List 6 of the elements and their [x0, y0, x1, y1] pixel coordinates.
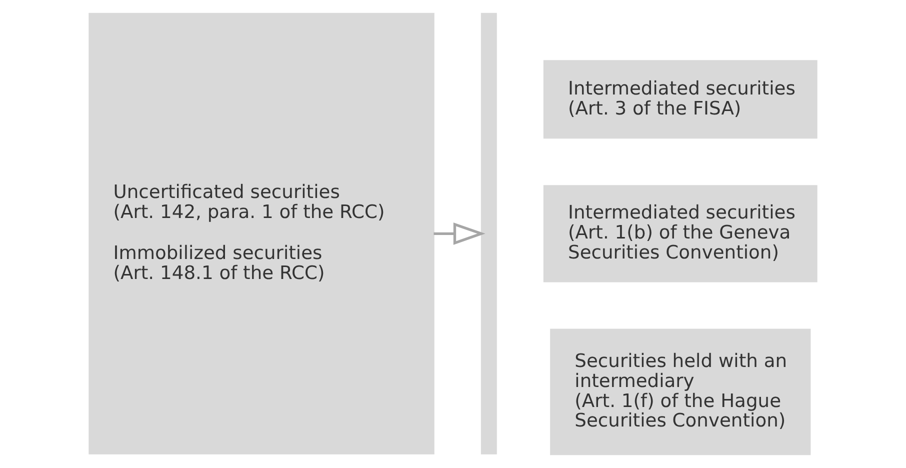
node-box: Intermediated securities (Art. 1(b) of the Geneva Securities Convention) — [543, 185, 818, 282]
node-box: Uncertificated securities (Art. 142, para. 1 of the RCC) Immobilized securities (Art. 148.1 of the RCC) — [88, 12, 434, 454]
node-box: Intermediated securities (Art. 3 of the FISA) — [543, 60, 818, 139]
node-box: Securities held with an intermediary (Art. 1(f) of the Hague Securities Convention) — [550, 328, 811, 456]
node-bar — [480, 12, 497, 454]
arrow — [434, 222, 486, 245]
